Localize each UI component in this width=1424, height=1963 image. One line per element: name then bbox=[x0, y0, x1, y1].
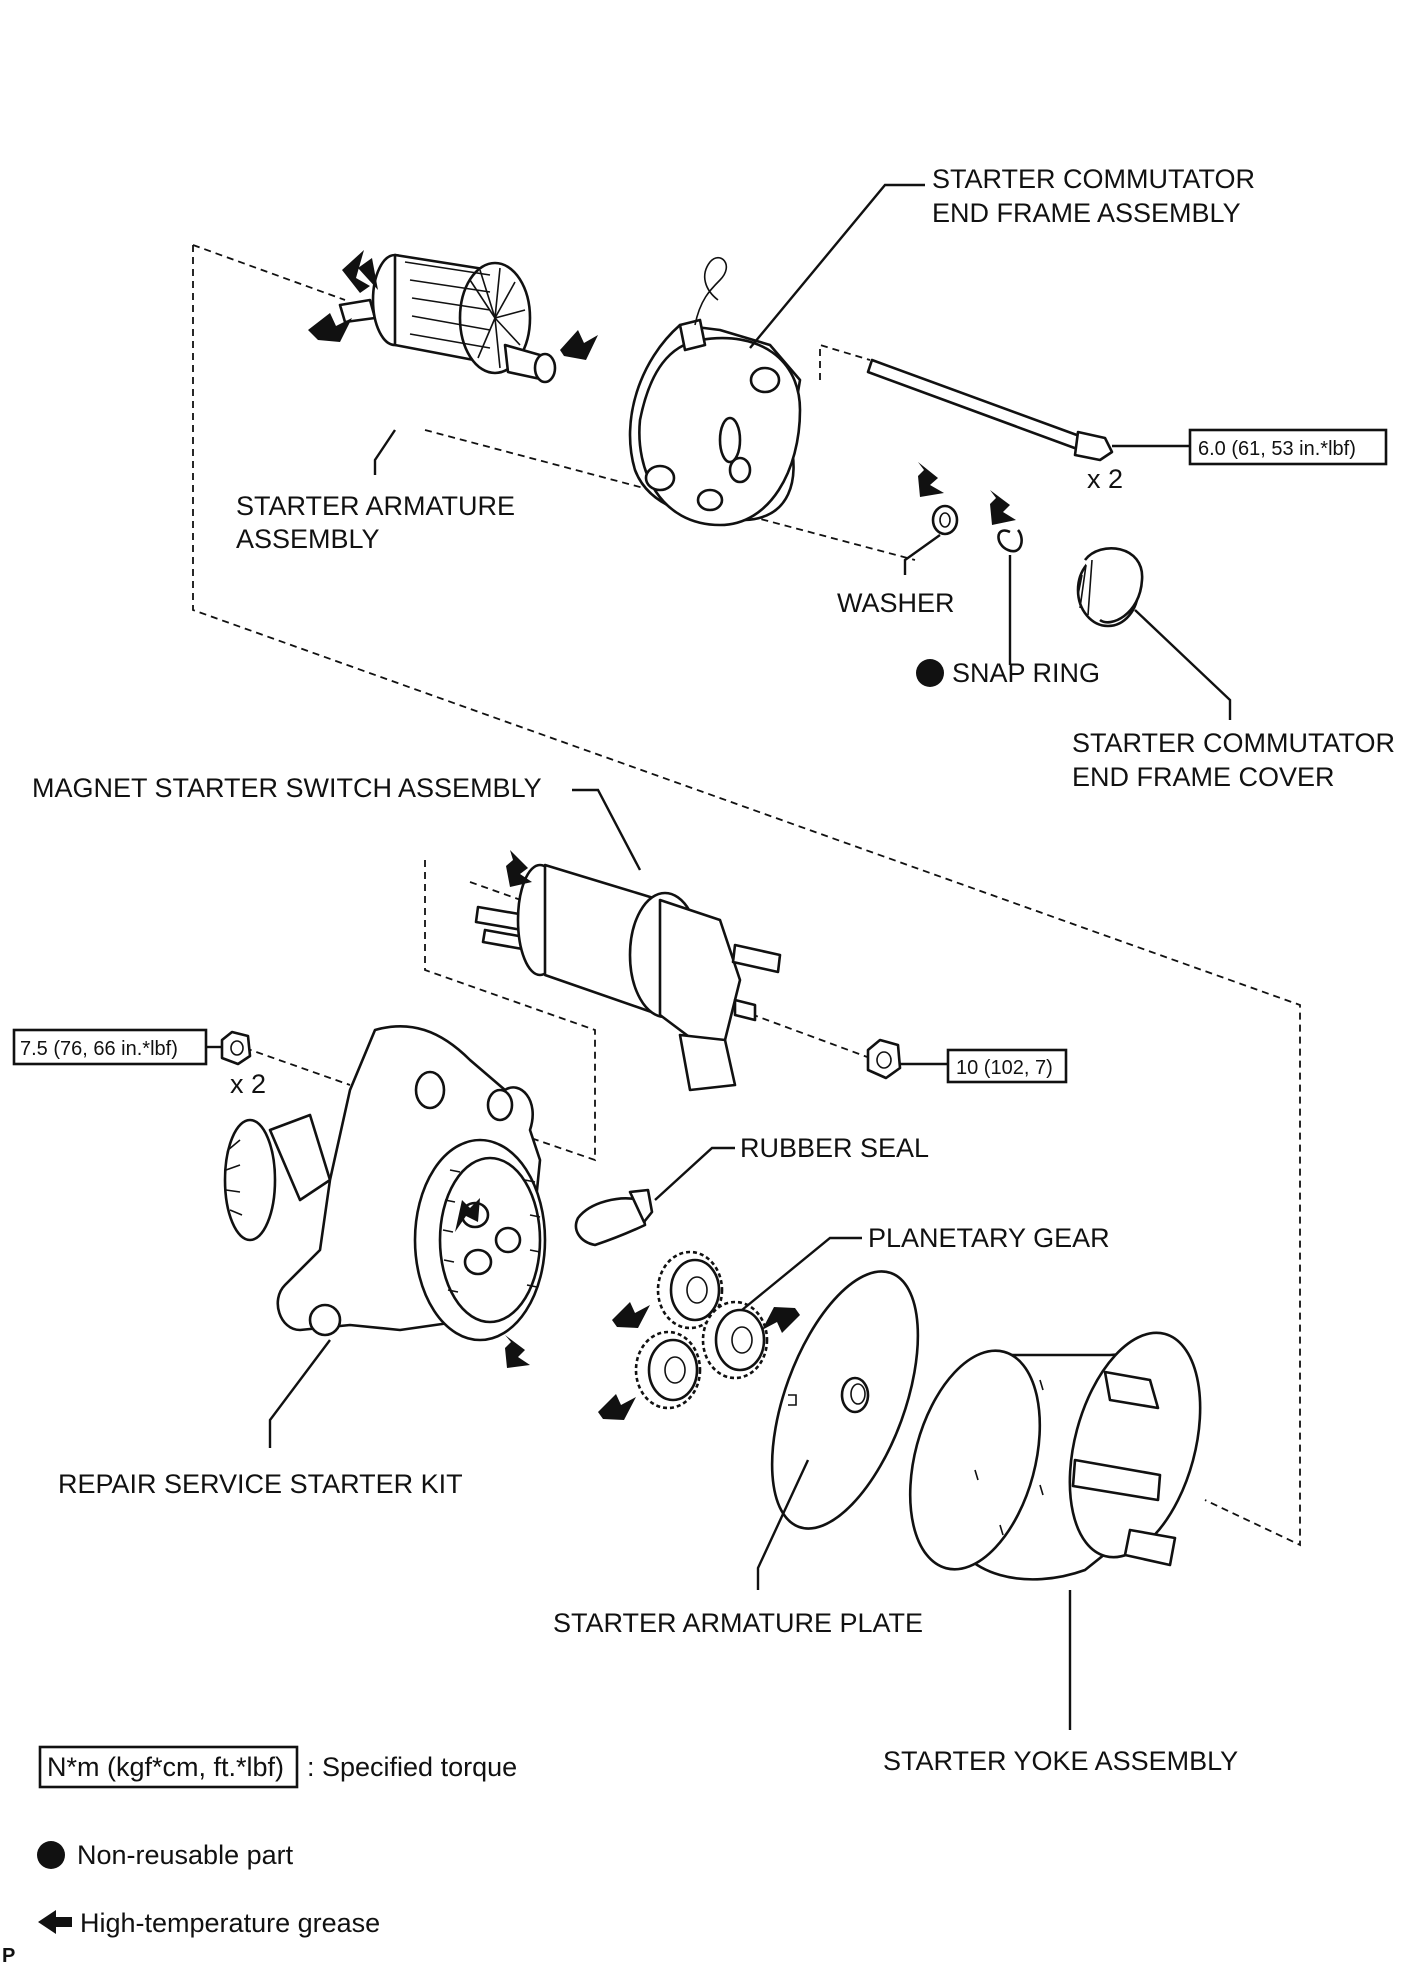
snap-ring-part bbox=[997, 529, 1023, 553]
grease-arrow-gear3 bbox=[598, 1394, 636, 1420]
snap-ring-label: SNAP RING bbox=[952, 658, 1100, 688]
footer-code: P bbox=[2, 1945, 15, 1963]
switch-nut-torque-box bbox=[946, 1048, 1068, 1084]
switch-nut-torque: 10 (102, 7) bbox=[956, 1057, 1053, 1079]
armature-plate-label: STARTER ARMATURE PLATE bbox=[553, 1608, 923, 1638]
grease-arrow-kit-outer bbox=[505, 1335, 530, 1368]
washer-label: WASHER bbox=[837, 588, 955, 618]
grease-arrow-washer bbox=[918, 462, 944, 497]
commutator-leader bbox=[749, 183, 925, 349]
armature-plate-part bbox=[770, 1270, 920, 1530]
magnet-switch-leader bbox=[572, 788, 642, 871]
armature-assembly bbox=[338, 253, 557, 384]
through-bolt-qty: x 2 bbox=[1087, 464, 1123, 494]
planetary-gear-leader bbox=[741, 1236, 862, 1311]
yoke-part bbox=[908, 1331, 1202, 1581]
grease-arrow-gear2 bbox=[762, 1307, 800, 1333]
legend-non-reusable-mark bbox=[37, 1841, 65, 1869]
grease-arrow-gear1 bbox=[612, 1302, 650, 1328]
washer-leader bbox=[903, 534, 941, 575]
legend-grease-arrow bbox=[38, 1910, 72, 1934]
commutator-end-frame bbox=[628, 256, 802, 527]
armature-label-line2: ASSEMBLY bbox=[236, 524, 380, 554]
through-bolt-torque-box bbox=[1188, 428, 1388, 466]
commutator-label-line1: STARTER COMMUTATOR bbox=[932, 164, 1255, 194]
kit-nut-part bbox=[220, 1030, 252, 1066]
legend-torque-text: : Specified torque bbox=[307, 1752, 517, 1782]
end-frame-cover-label-line2: END FRAME COVER bbox=[1072, 762, 1335, 792]
grease-arrows-armature bbox=[308, 250, 598, 360]
legend-non-reusable: Non-reusable part bbox=[77, 1840, 294, 1870]
legend-torque-unit: N*m (kgf*cm, ft.*lbf) bbox=[47, 1752, 284, 1782]
yoke-label: STARTER YOKE ASSEMBLY bbox=[883, 1746, 1238, 1776]
rubber-seal-leader bbox=[654, 1146, 735, 1201]
repair-kit-part bbox=[223, 1024, 547, 1342]
grease-arrow-snap-ring bbox=[990, 490, 1016, 525]
repair-kit-label: REPAIR SERVICE STARTER KIT bbox=[58, 1469, 463, 1499]
rubber-seal-label: RUBBER SEAL bbox=[740, 1133, 929, 1163]
legend-torque-box bbox=[38, 1745, 299, 1789]
armature-plate-leader bbox=[756, 1459, 810, 1590]
non-reusable-mark bbox=[916, 659, 944, 687]
end-frame-cover-label-line1: STARTER COMMUTATOR bbox=[1072, 728, 1395, 758]
kit-nut-torque: 7.5 (76, 66 in.*lbf) bbox=[20, 1038, 178, 1060]
repair-kit-leader bbox=[268, 1339, 331, 1448]
magnet-switch-label: MAGNET STARTER SWITCH ASSEMBLY bbox=[32, 773, 542, 803]
planetary-gear-label: PLANETARY GEAR bbox=[868, 1223, 1110, 1253]
planetary-gears-part bbox=[634, 1250, 769, 1410]
armature-label-line1: STARTER ARMATURE bbox=[236, 491, 515, 521]
kit-nut-qty: x 2 bbox=[230, 1069, 266, 1099]
rubber-seal-part bbox=[574, 1188, 654, 1247]
end-frame-cover-leader bbox=[1134, 609, 1232, 720]
commutator-label-line2: END FRAME ASSEMBLY bbox=[932, 198, 1241, 228]
end-frame-cover-part bbox=[1076, 547, 1144, 628]
armature-leader bbox=[373, 429, 396, 475]
switch-nut-part bbox=[866, 1038, 902, 1080]
legend-grease: High-temperature grease bbox=[80, 1908, 380, 1938]
through-bolt bbox=[866, 358, 1114, 462]
through-bolt-torque: 6.0 (61, 53 in.*lbf) bbox=[1198, 438, 1356, 460]
washer-part bbox=[931, 504, 959, 536]
legend: N*m (kgf*cm, ft.*lbf) : Specified torque… bbox=[37, 1745, 517, 1938]
grease-arrow-kit-inner bbox=[455, 1198, 480, 1232]
grease-arrow-switch bbox=[506, 850, 532, 887]
magnet-switch-part bbox=[474, 863, 782, 1092]
